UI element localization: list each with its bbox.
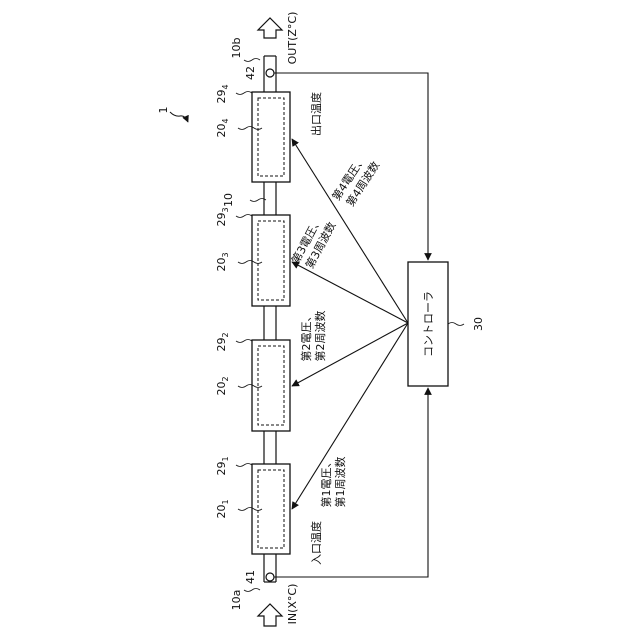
in-label: IN(X°C) bbox=[286, 584, 299, 625]
heater-unit-2 bbox=[252, 340, 290, 431]
heater-unit-1 bbox=[252, 464, 290, 554]
svg-text:291: 291 bbox=[215, 456, 230, 475]
unit-4-refs: 204 294 bbox=[215, 84, 230, 137]
svg-text:292: 292 bbox=[215, 332, 230, 351]
pipe-ref: 10 bbox=[222, 193, 235, 207]
out-label: OUT(Z°C) bbox=[286, 12, 299, 65]
out-sensor-ref: 42 bbox=[244, 66, 257, 80]
figure-ref: 1 bbox=[157, 107, 170, 114]
svg-text:201: 201 bbox=[215, 499, 230, 518]
signal-label-2: 第2電圧、 第2周波数 bbox=[299, 311, 327, 362]
unit-3-refs: 203 293 bbox=[215, 207, 230, 271]
inlet-sensor-icon bbox=[266, 573, 274, 581]
in-end-ref: 10a bbox=[230, 590, 243, 611]
svg-text:203: 203 bbox=[215, 252, 230, 271]
controller-ref: 30 bbox=[472, 317, 485, 331]
inlet-temp-label: 入口温度 bbox=[309, 521, 323, 565]
heater-unit-4 bbox=[252, 92, 290, 182]
svg-text:第2周波数: 第2周波数 bbox=[313, 311, 327, 362]
svg-text:293: 293 bbox=[215, 207, 230, 226]
controller-label: コントローラ bbox=[422, 291, 435, 357]
heater-unit-3 bbox=[252, 215, 290, 306]
in-sensor-ref: 41 bbox=[244, 570, 257, 584]
outlet-sensor-icon bbox=[266, 69, 274, 77]
in-flow-arrow-icon bbox=[258, 604, 282, 626]
out-flow-arrow-icon bbox=[258, 18, 282, 38]
signal-label-3: 第3電圧、 第3周波数 bbox=[288, 214, 338, 271]
svg-text:204: 204 bbox=[215, 118, 230, 137]
signal-label-1: 第1電圧、 第1周波数 bbox=[319, 457, 347, 508]
outlet-temp-label: 出口温度 bbox=[309, 92, 323, 136]
unit-1-refs: 201 291 bbox=[215, 456, 230, 518]
svg-text:第1周波数: 第1周波数 bbox=[333, 457, 347, 508]
svg-text:202: 202 bbox=[215, 376, 230, 395]
unit-2-refs: 202 292 bbox=[215, 332, 230, 395]
signal-label-4: 第4電圧、 第4周波数 bbox=[329, 153, 383, 209]
svg-text:294: 294 bbox=[215, 84, 230, 103]
out-end-ref: 10b bbox=[230, 37, 243, 58]
svg-text:第1電圧、: 第1電圧、 bbox=[319, 457, 333, 508]
svg-text:第2電圧、: 第2電圧、 bbox=[299, 311, 313, 362]
